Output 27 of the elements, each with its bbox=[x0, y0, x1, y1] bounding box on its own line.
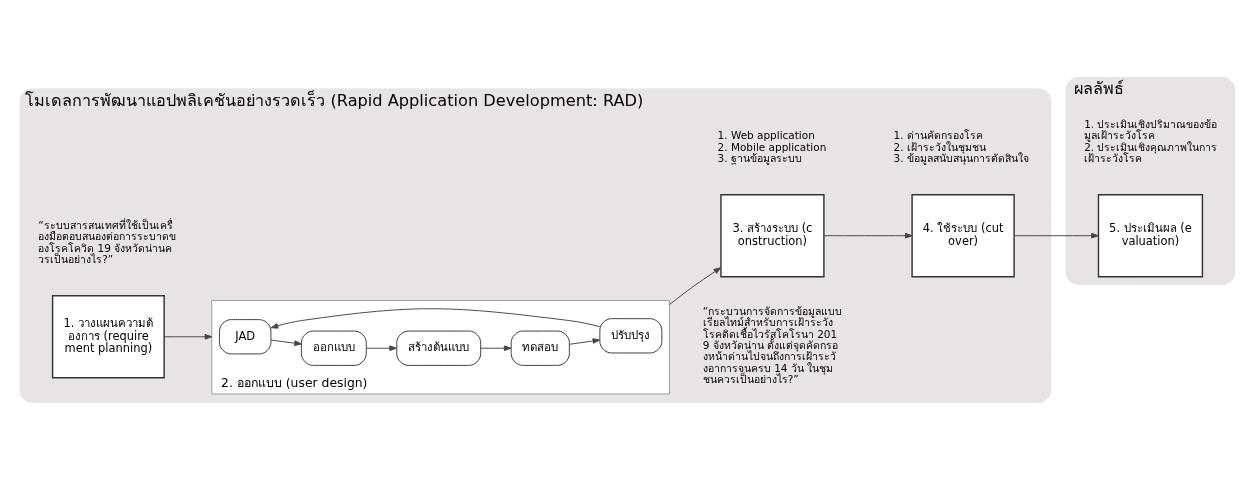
node-box: สร้างต้นแบบ bbox=[396, 330, 482, 366]
node-label: 2. Mobile application bbox=[717, 140, 827, 153]
node-label: 1. Web application bbox=[717, 128, 815, 141]
arrow bbox=[569, 337, 601, 345]
node-box: 5. ประเมินผล (evaluation) bbox=[1097, 193, 1204, 277]
node-label: 3. ฐานข้อมูลระบบ bbox=[717, 151, 802, 164]
arrow bbox=[1013, 232, 1099, 239]
node-label: 1. ประเมินเชิงปริมาณของข้อมูลเฝ้าระวังโรค bbox=[1084, 117, 1218, 141]
node-label: 2. เฝ้าระวังในชุมชน bbox=[893, 140, 986, 153]
node-box: ปรับปรุง bbox=[599, 317, 663, 353]
arrow bbox=[366, 344, 397, 351]
node-label: “ระบบสารสนเทศที่ใช้เป็นเครื่องมือตอบสนองต่อการระบาดของโรคโควิด 19 จังหวัดน่านควรเป็นอย่างไร?” bbox=[38, 218, 177, 265]
arrow bbox=[163, 333, 213, 340]
node-label: “กระบวนการจัดการข้อมูลแบบเรียลไทม์สำหรับการเฝ้าระวังโรคติดเชื้อไวรัสโคโรนา 2019 จังหวัดน่าน ตั้งแต่จุดคัดกรองหน้าด่านไปจนถึงการเฝ้าระวังอาการจนครบ 14 วัน ในชุมชนควรเป็นอย่างไร?” bbox=[702, 304, 843, 385]
node-box: ออกแบบ bbox=[300, 330, 367, 366]
node-label: 1. ด่านคัดกรองโรค bbox=[893, 128, 983, 141]
node-box: 1. วางแผนความต้องการ (requirement planning) bbox=[51, 294, 165, 378]
node-box: 4. ใช้ระบบ (cutover) bbox=[911, 193, 1015, 277]
node-box: 3. สร้างระบบ (construction) bbox=[720, 193, 825, 277]
arrow bbox=[823, 232, 913, 239]
arrow bbox=[480, 344, 512, 351]
arrow bbox=[270, 339, 302, 346]
arrow bbox=[668, 266, 722, 305]
node-box: JAD bbox=[218, 318, 272, 354]
node-label: 3. ข้อมูลสนับสนุนการตัดสินใจ bbox=[893, 151, 1029, 164]
node-box: ทดสอบ bbox=[510, 330, 570, 366]
arrow bbox=[270, 307, 601, 329]
